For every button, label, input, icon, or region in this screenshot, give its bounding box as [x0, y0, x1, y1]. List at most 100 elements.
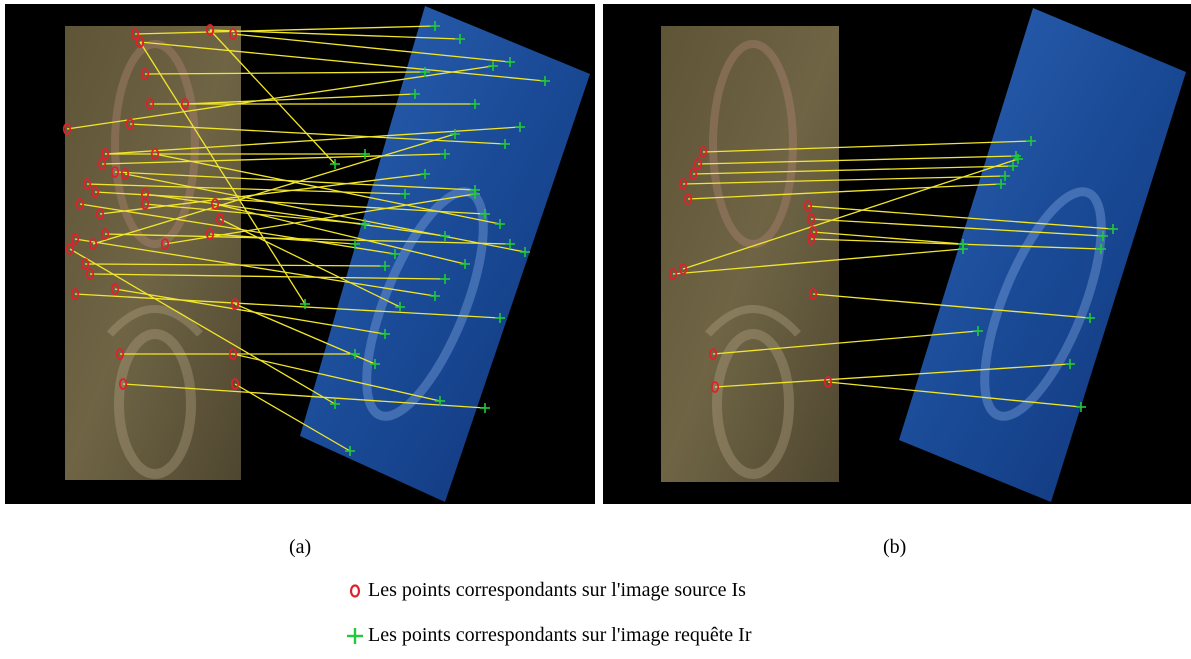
- query-point: [540, 76, 550, 86]
- panel-b-canvas: [661, 8, 1186, 502]
- match-line: [712, 330, 979, 355]
- match-line: [86, 183, 406, 195]
- match-line: [84, 263, 386, 267]
- source-point: [808, 288, 818, 300]
- source-point: [808, 226, 818, 238]
- match-line: [66, 65, 494, 130]
- source-point: [120, 168, 130, 180]
- query-point: [420, 169, 430, 179]
- source-point: [70, 233, 80, 245]
- match-line: [232, 33, 511, 63]
- source-point: [130, 28, 140, 40]
- source-image: [661, 26, 839, 482]
- source-point: [88, 238, 98, 250]
- match-line: [99, 173, 426, 215]
- query-point: [350, 239, 360, 249]
- source-point: [806, 213, 816, 225]
- match-line: [810, 238, 1102, 250]
- query-point: [440, 149, 450, 159]
- source-point: [693, 158, 703, 170]
- match-line: [129, 123, 506, 145]
- source-point: [230, 298, 240, 310]
- source-point: [80, 258, 90, 270]
- query-image-figure: [980, 187, 1106, 421]
- source-point: [135, 36, 145, 48]
- match-line: [209, 29, 336, 165]
- source-point: [85, 268, 95, 280]
- source-point: [110, 166, 120, 178]
- match-line: [124, 173, 526, 253]
- source-point: [82, 178, 92, 190]
- legend-source: Les points correspondants sur l'image so…: [344, 579, 746, 602]
- query-point: [1096, 244, 1106, 254]
- query-image: [300, 6, 590, 502]
- match-line: [692, 165, 1014, 175]
- source-point: [75, 198, 85, 210]
- query-point: [1000, 171, 1010, 181]
- match-line: [807, 205, 1114, 230]
- source-point: [228, 348, 238, 360]
- match-line: [672, 248, 964, 275]
- query-point: [1008, 161, 1018, 171]
- match-line: [101, 153, 446, 165]
- query-point: [1026, 136, 1036, 146]
- source-points-a: [62, 24, 240, 390]
- query-point: [480, 403, 490, 413]
- query-image: [899, 8, 1186, 502]
- query-point: [1013, 154, 1023, 164]
- match-line: [69, 248, 336, 405]
- source-point: [118, 378, 128, 390]
- query-point: [390, 249, 400, 259]
- match-line: [144, 193, 446, 237]
- query-point: [420, 67, 430, 77]
- query-point: [435, 396, 445, 406]
- query-point: [370, 359, 380, 369]
- match-line: [714, 363, 1071, 388]
- source-point: [115, 348, 125, 360]
- legend-source-text: Les points correspondants sur l'image so…: [368, 579, 746, 601]
- match-line: [697, 155, 1017, 165]
- source-point: [97, 158, 107, 170]
- query-point: [300, 299, 310, 309]
- match-line: [122, 383, 486, 409]
- query-point: [515, 122, 525, 132]
- source-point: [678, 263, 688, 275]
- match-line: [164, 193, 476, 245]
- match-line: [114, 171, 476, 191]
- query-point: [430, 21, 440, 31]
- source-point: [806, 233, 816, 245]
- query-point: [1076, 402, 1086, 412]
- match-line: [812, 231, 964, 245]
- red-circle-icon: [349, 583, 361, 598]
- query-point: [360, 219, 370, 229]
- source-point: [70, 288, 80, 300]
- source-point: [180, 98, 190, 110]
- match-line: [74, 238, 436, 297]
- match-line: [79, 203, 396, 255]
- query-points-a: [300, 21, 550, 456]
- source-points-b: [668, 146, 833, 393]
- query-point: [330, 159, 340, 169]
- query-point: [360, 149, 370, 159]
- match-lines-b: [672, 140, 1114, 408]
- source-point: [678, 178, 688, 190]
- match-line: [234, 383, 351, 452]
- match-line: [184, 93, 416, 105]
- query-point: [400, 189, 410, 199]
- source-point: [230, 378, 240, 390]
- query-point: [520, 247, 530, 257]
- match-line: [232, 353, 441, 402]
- match-line: [219, 218, 401, 308]
- query-point: [488, 61, 498, 71]
- match-line: [139, 41, 306, 305]
- query-point: [395, 302, 405, 312]
- match-line: [89, 273, 446, 280]
- source-point: [708, 348, 718, 360]
- query-point: [430, 291, 440, 301]
- query-point: [470, 189, 480, 199]
- match-line: [139, 41, 546, 82]
- source-point: [95, 208, 105, 220]
- source-point: [100, 228, 110, 240]
- source-point: [668, 268, 678, 280]
- match-line: [144, 71, 426, 75]
